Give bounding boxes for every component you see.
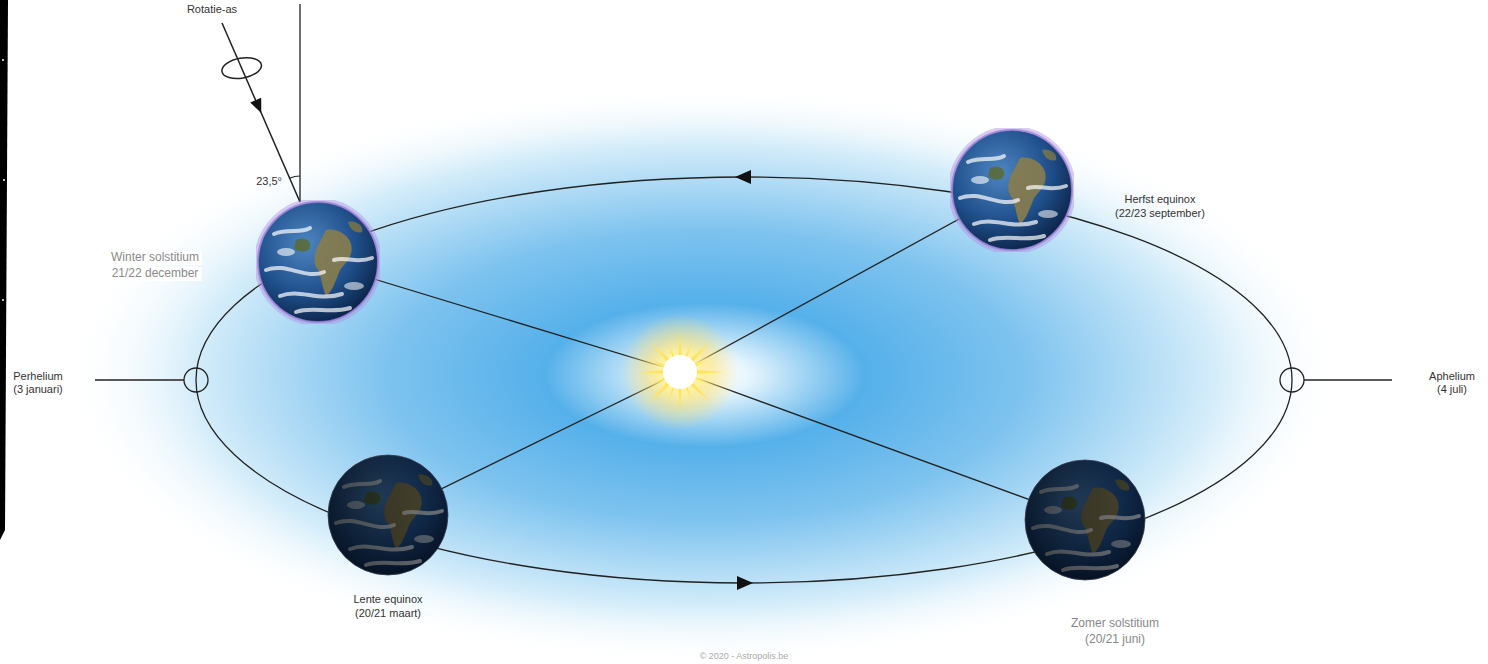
copyright-note: © 2020 - Astropolis.be [700,651,789,661]
rotation-axis [222,23,300,202]
earth-globe: Zomer solstitium(20/21 juni) [1023,458,1147,582]
axis-arrowhead [250,98,261,113]
sun-glow [622,314,738,430]
sky-glow [65,85,1345,664]
orbit-path [196,177,1292,583]
leader-line [1304,379,1392,380]
earth-outline [950,128,1074,252]
earth-globe: Lente equinox(20/21 maart) [326,453,450,577]
edge-strip [0,0,8,540]
rotation-ellipse [220,55,263,82]
globe-edge [328,455,448,575]
perihelion-marker [184,368,208,392]
angle-arc [290,176,300,178]
edge-dot [2,59,4,61]
orbit-arrow [735,170,751,184]
sun [622,314,738,430]
sun-core [663,355,697,389]
vertical-reference [299,4,300,202]
globe-edge [952,130,1072,250]
season-name: Herfst equinox [1122,193,1199,206]
atmosphere-rim [950,128,1074,252]
orbit-arrow [737,576,753,590]
earth-outline [256,200,380,324]
earth-globe: Winter solstitium21/22 december [256,200,380,324]
earth-surface [326,453,450,577]
earth-surface [258,202,378,322]
date-label: (4 juli) [1437,383,1467,396]
season-date: (22/23 september) [1112,207,1208,220]
sun-line [680,372,1085,520]
earth-surface [1023,458,1147,582]
season-name: Lente equinox [350,593,425,606]
season-name: Winter solstitium [108,251,202,265]
orbit-point-label: Aphelium [1429,370,1475,383]
globe-edge [258,202,378,322]
globe-edge [1025,460,1145,580]
earth-surface [952,130,1072,250]
angle-label: 23,5° [256,175,282,188]
season-date: (20/21 maart) [352,607,424,620]
earth-outline [1023,458,1147,582]
leader-line [95,379,184,380]
axis-label: Rotatie-as [187,3,237,16]
aphelion-marker [1280,368,1304,392]
season-date: 21/22 december [109,267,202,281]
edge-dot [2,299,4,301]
earth-outline [326,453,450,577]
date-label: (3 januari) [13,383,63,396]
edge-dot [3,179,5,181]
season-date: (20/21 juni) [1082,633,1148,647]
atmosphere-rim [256,200,380,324]
season-name: Zomer solstitium [1068,617,1162,631]
orbit-point-label: Perhelium [13,370,63,383]
sun-rays [640,332,724,411]
earth-globe: Herfst equinox(22/23 september) [950,128,1074,252]
